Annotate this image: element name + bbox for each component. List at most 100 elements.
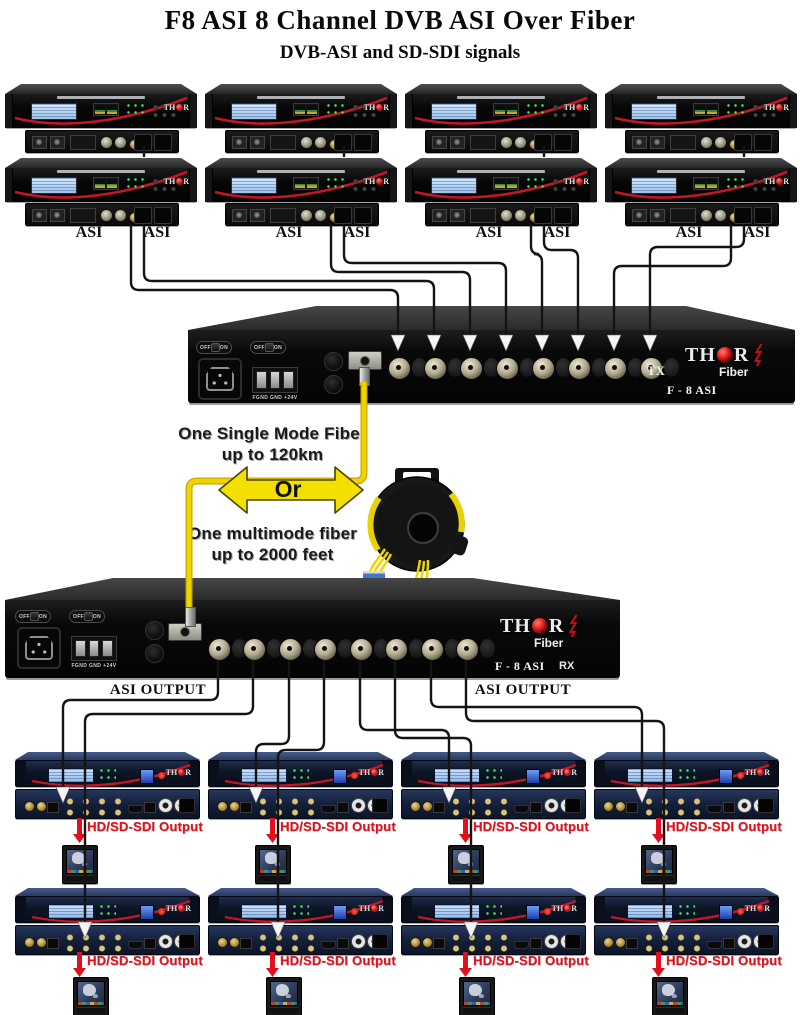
ethernet-ports [693,177,719,190]
chassis-top [405,84,597,94]
colorbar-strip [657,1002,683,1005]
globe-icon [575,104,583,111]
monitor-base [77,1007,105,1013]
asi-port-label: ASI [675,224,703,241]
rack-ear [768,897,778,922]
rack-ear [405,168,413,202]
brand-text: R [733,343,750,366]
panel-buttons [551,103,579,119]
power-inlet [565,934,581,949]
tx-ac-inlet [198,358,242,400]
decoder-unit-rear [208,789,393,819]
bnc-port [300,136,313,149]
bnc-connector [208,638,231,661]
rack-ear [789,168,797,202]
globe-icon [177,769,185,776]
fiber-spool [363,468,469,595]
xlr-port [737,798,752,813]
asi-port-label: ASI [743,224,771,241]
hdmi-port [514,941,529,949]
tx-power-switch: OFF ON [196,341,232,354]
switch-rocker [29,612,39,621]
connector [650,209,665,222]
decoder-unit-rear [401,789,586,819]
red-button [351,772,358,779]
colorbar-strip [271,1002,297,1005]
single-mode-text-line2: up to 120km [221,445,324,464]
panel-buttons [551,177,579,193]
decoder-unit-rear [594,925,779,955]
connector [250,209,265,222]
panel-buttons [151,177,179,193]
asi-output-label-left: ASI OUTPUT [109,682,207,698]
red-button [737,908,744,915]
power-inlet [534,134,552,151]
panel-buttons [751,177,779,193]
rack-ear [16,761,26,786]
model-text-bar [57,96,145,99]
red-button [737,772,744,779]
ac-inlet-socket [25,636,53,660]
connector [50,209,65,222]
panel-recess [592,358,607,377]
connector [250,136,265,149]
brand-sub-text: Fiber [719,365,749,379]
rack-ear [382,897,392,922]
lcd-display [434,904,480,919]
asi-port-label: ASI [75,224,103,241]
sdi-output-arrow [459,818,472,843]
rack-ear [189,168,197,202]
rack-ear [205,94,213,128]
lcd-display [31,103,77,120]
panel-recess [480,639,495,658]
globe-icon [575,178,583,185]
bnc-port [603,801,614,812]
power-inlet [334,207,352,224]
power-inlet [754,207,772,224]
sdi-monitor [266,977,302,1015]
rj45-port [530,938,542,949]
rx-chassis-top [5,578,620,600]
hdmi-port [128,805,143,813]
connector [32,209,47,222]
lcd-display [434,768,480,783]
colorbar-strip [453,870,479,873]
power-inlet [554,207,572,224]
rx-dc-terminal-block [71,636,117,661]
model-text-bar [257,170,345,173]
panel-buttons [351,103,379,119]
colorbar-strip [260,870,286,873]
red-button [158,908,165,915]
sdi-monitor [652,977,688,1015]
switch-off-label: OFF [200,344,211,351]
globe-icon [531,618,548,634]
panel-recess [484,358,499,377]
sdi-output-label: HD/SD-SDI Output [473,953,589,968]
decoder-unit-rear [401,925,586,955]
decoder-unit-rear [15,789,200,819]
rack-ear [5,168,13,202]
sdi-output-arrow [73,818,86,843]
colorbar-strip [464,1002,490,1005]
sdi-output-arrow [266,952,279,977]
bnc-port [314,209,327,222]
asi-port-label: ASI [475,224,503,241]
status-leds [484,903,502,917]
sdi-output-arrow [652,952,665,977]
encoder-unit-rear [25,130,179,153]
switch-off-label: OFF [254,344,265,351]
bnc-port [514,136,527,149]
status-leds [125,176,147,192]
model-text-bar [457,96,545,99]
ethernet-ports [293,177,319,190]
rx-terminal-label: FGND GND +24V [71,663,117,669]
switch-on-label: ON [92,613,101,620]
